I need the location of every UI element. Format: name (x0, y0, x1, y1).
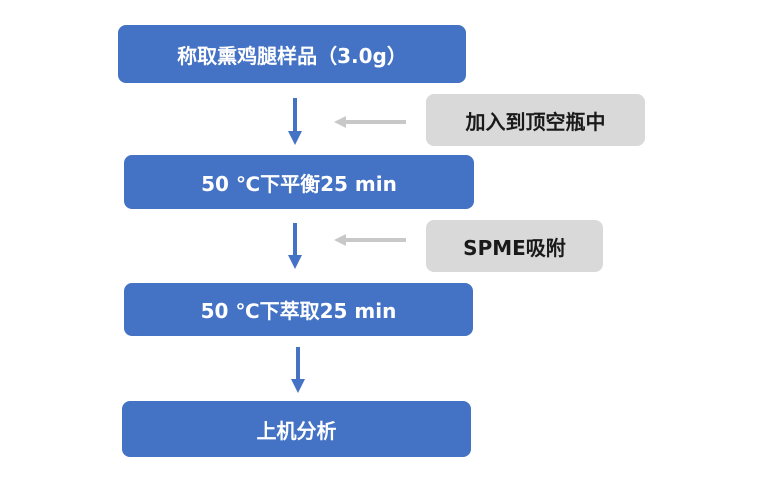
side-arrow-2 (334, 234, 406, 246)
step-weigh-sample: 称取熏鸡腿样品（3.0g） (118, 25, 466, 83)
step-extract-label: 50 ℃下萃取25 min (200, 299, 397, 323)
side-arrow-1 (334, 116, 406, 128)
note-spme-adsorption-label: SPME吸附 (463, 235, 566, 260)
step-equilibrate: 50 ℃下平衡25 min (124, 155, 474, 209)
down-arrow-3 (291, 347, 305, 393)
note-add-to-vial-label: 加入到顶空瓶中 (465, 109, 606, 134)
step-analyze: 上机分析 (122, 401, 471, 457)
note-add-to-vial: 加入到顶空瓶中 (426, 94, 645, 146)
step-equilibrate-label: 50 ℃下平衡25 min (201, 171, 397, 196)
step-analyze-label: 上机分析 (256, 418, 337, 443)
note-spme-adsorption: SPME吸附 (426, 220, 603, 272)
step-weigh-sample-label: 称取熏鸡腿样品（3.0g） (177, 43, 407, 68)
down-arrow-2 (288, 223, 302, 269)
down-arrow-1 (288, 98, 302, 145)
step-extract: 50 ℃下萃取25 min (124, 283, 473, 336)
